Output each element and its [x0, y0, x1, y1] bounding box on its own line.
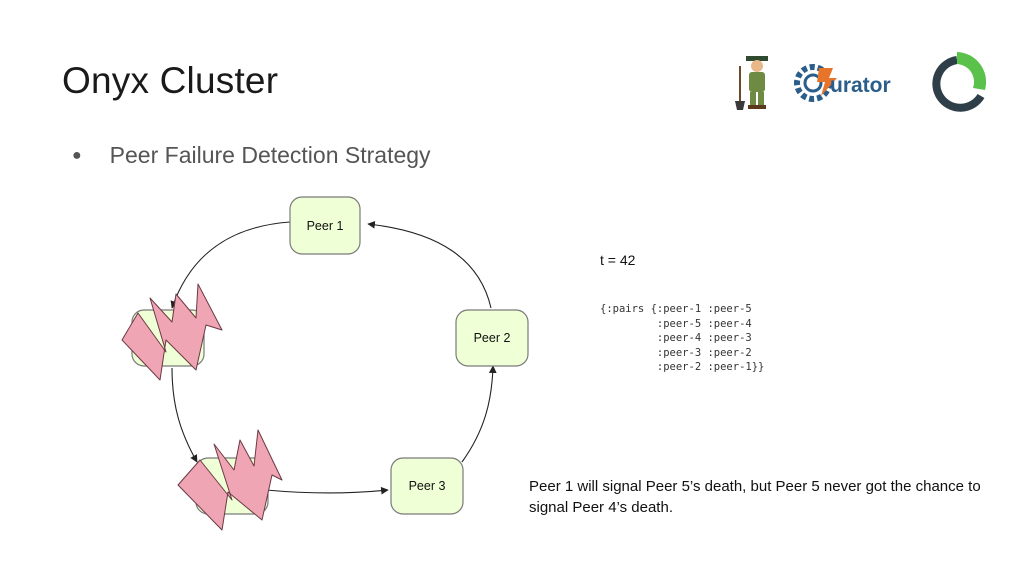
- arrow-peer5-to-peer4: [171, 367, 198, 463]
- arrow-peer2-to-peer1: [367, 220, 492, 309]
- bullet-item: ● Peer Failure Detection Strategy: [72, 142, 431, 169]
- curator-logo-icon: urator: [794, 64, 891, 102]
- ring-arrows: [170, 220, 497, 495]
- slide-title: Onyx Cluster: [62, 60, 279, 101]
- caption-text: Peer 1 will signal Peer 5’s death, but P…: [529, 478, 981, 516]
- peer-node-3: Peer 3: [390, 457, 464, 515]
- pairs-code-block: {:pairs {:peer-1 :peer-5 :peer-5 :peer-4…: [600, 303, 765, 373]
- peer-label-3: Peer 3: [409, 479, 446, 493]
- zookeeper-logo-icon: [735, 56, 768, 110]
- logos: urator: [735, 52, 987, 112]
- arrow-peer1-to-peer5: [170, 221, 291, 309]
- peer-node-1: Peer 1: [289, 196, 361, 255]
- lightning-bolt-icon: [177, 429, 283, 531]
- time-label: t = 42: [600, 252, 636, 268]
- onyx-logo-icon: [932, 52, 987, 112]
- peer-node-2: Peer 2: [455, 309, 529, 367]
- arrow-peer4-to-peer3: [265, 486, 389, 495]
- peer-label-1: Peer 1: [307, 219, 344, 233]
- bullet-text: Peer Failure Detection Strategy: [109, 142, 431, 168]
- curator-text: urator: [830, 74, 891, 97]
- peer-label-2: Peer 2: [474, 331, 511, 345]
- bullet-dot-icon: ●: [72, 146, 82, 164]
- arrow-peer3-to-peer2: [461, 365, 497, 463]
- lightning-bolt-icon: [121, 283, 223, 381]
